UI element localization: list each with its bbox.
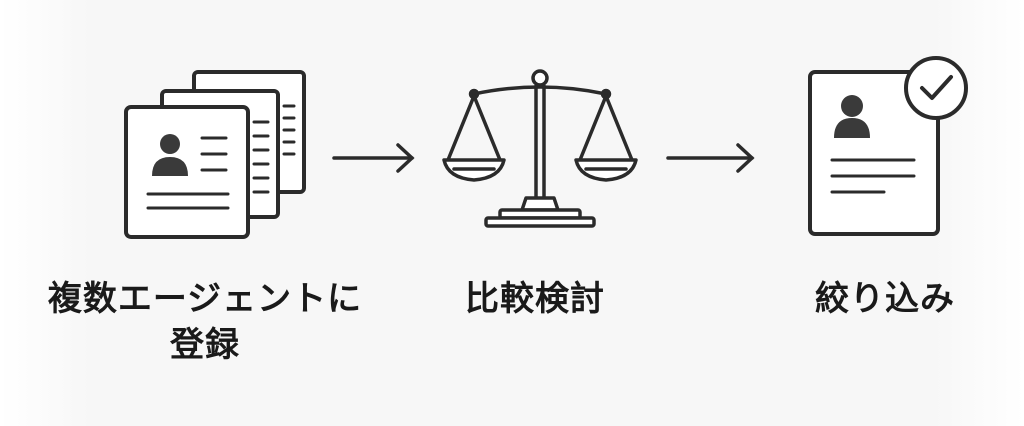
step-label-line: 登録 [170,325,240,365]
step-label-narrow-down: 絞り込み [815,279,955,319]
arrow-right-icon [332,143,415,173]
step-label-compare: 比較検討 [465,279,605,319]
step-label-line: 複数エージェントに [47,279,363,319]
balance-scale-icon [442,69,638,228]
arrow-right-icon [666,143,755,173]
step-label-register: 複数エージェントに 登録 [10,276,400,368]
avatar-icon [834,95,870,138]
approved-resume-icon [808,56,968,236]
stacked-resumes-icon [124,70,306,239]
checkmark-badge-icon [904,56,968,120]
avatar-icon [152,134,188,176]
